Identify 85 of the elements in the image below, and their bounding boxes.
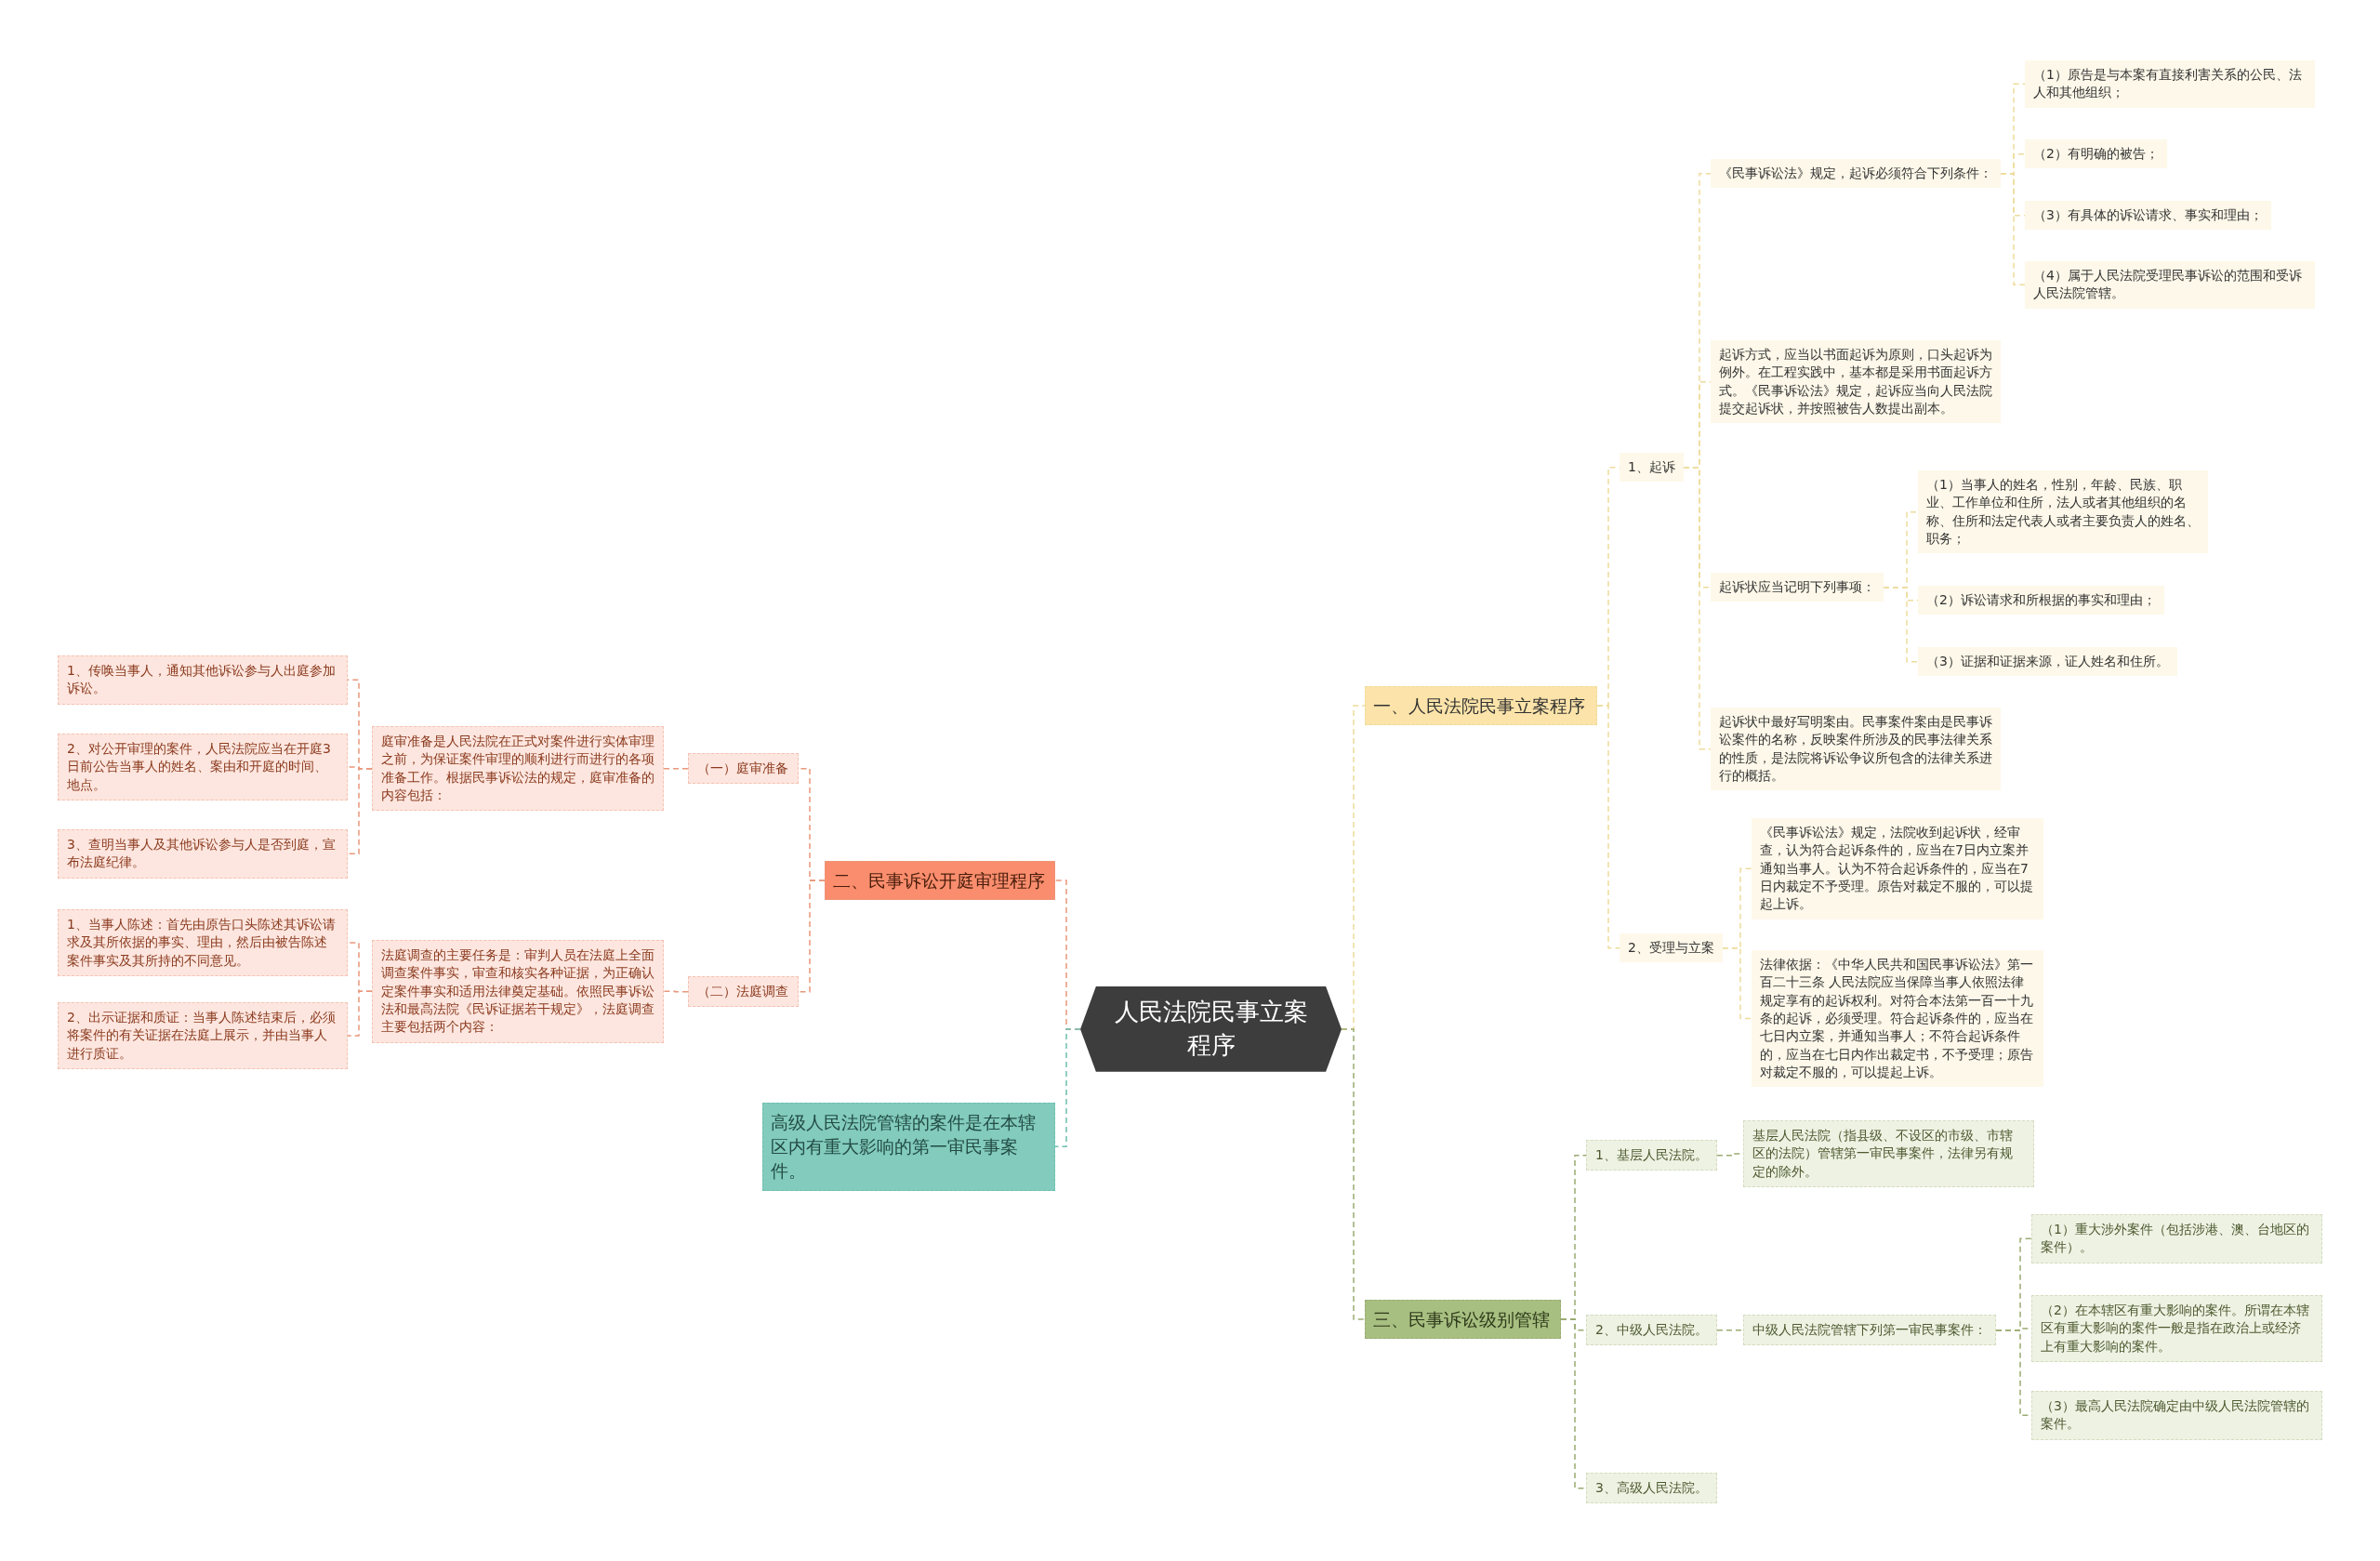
topic-text: 2、中级人民法院。 bbox=[1595, 1321, 1708, 1339]
topic-text: 3、查明当事人及其他诉讼参与人是否到庭，宣布法庭纪律。 bbox=[67, 836, 337, 872]
topic-text: 基层人民法院（指县级、不设区的市级、市辖区的法院）管辖第一审民事案件，法律另有规定的除外。 bbox=[1752, 1127, 2014, 1181]
connector-line bbox=[2000, 172, 2026, 286]
central-topic bbox=[1080, 986, 1342, 1072]
subtopic-box bbox=[1711, 340, 2001, 424]
topic-text: （3）证据和证据来源，证人姓名和住所。 bbox=[1926, 653, 2169, 670]
subtopic-box bbox=[1586, 1315, 1717, 1346]
topic-text: （二）法庭调查 bbox=[697, 983, 789, 1000]
topic-text: 1、当事人陈述：首先由原告口头陈述其诉讼请求及其所依据的事实、理由，然后由被告陈述案件事实及其所持的不同意见。 bbox=[67, 916, 337, 970]
topic-text: 1、传唤当事人，通知其他诉讼参与人出庭参加诉讼。 bbox=[67, 662, 337, 698]
connector-line bbox=[1722, 946, 1752, 1020]
subtopic-box bbox=[1586, 1473, 1717, 1504]
subtopic-box bbox=[1743, 1120, 2034, 1187]
subtopic-box bbox=[58, 734, 348, 800]
subtopic-box bbox=[1918, 586, 2164, 615]
topic-text: （2）在本辖区有重大影响的案件。所谓在本辖区有重大影响的案件一般是指在政治上或经济上有重大影响的案件。 bbox=[2041, 1302, 2310, 1356]
subtopic-box bbox=[58, 909, 348, 976]
topic-text: 高级人民法院管辖的案件是在本辖区内有重大影响的第一审民事案件。 bbox=[771, 1111, 1037, 1184]
subtopic-box bbox=[2025, 139, 2167, 169]
subtopic-box bbox=[372, 940, 664, 1043]
connector-line bbox=[663, 990, 689, 993]
topic-text: 人民法院民事立案程序 bbox=[1113, 997, 1309, 1061]
subtopic-box bbox=[1586, 1140, 1717, 1171]
connector-line bbox=[1054, 1028, 1081, 1148]
connector-line bbox=[663, 767, 689, 770]
connector-line bbox=[798, 880, 826, 993]
subtopic-box bbox=[1711, 159, 2001, 189]
topic-text: 2、受理与立案 bbox=[1628, 939, 1714, 957]
subtopic-box bbox=[2025, 201, 2271, 231]
connector-line bbox=[1883, 586, 1919, 663]
subtopic-box bbox=[1711, 708, 2001, 791]
connector-line bbox=[347, 990, 373, 1037]
subtopic-box bbox=[2025, 60, 2315, 108]
connector-line bbox=[1683, 466, 1712, 750]
topic-text: 1、起诉 bbox=[1628, 458, 1675, 476]
subtopic-box bbox=[2031, 1295, 2322, 1362]
topic-text: 1、基层人民法院。 bbox=[1595, 1146, 1708, 1164]
topic-text: （2）诉讼请求和所根据的事实和理由； bbox=[1926, 591, 2156, 609]
topic-text: 二、民事诉讼开庭审理程序 bbox=[833, 869, 1046, 893]
subtopic-box bbox=[1918, 647, 2177, 677]
topic-text: 2、出示证据和质证：当事人陈述结束后，必须将案件的有关证据在法庭上展示，并由当事人进行质证。 bbox=[67, 1009, 337, 1063]
branch-topic bbox=[1365, 1300, 1561, 1340]
connector-line bbox=[347, 767, 373, 855]
connector-line bbox=[1716, 1329, 1744, 1331]
subtopic-box bbox=[1743, 1315, 1996, 1346]
topic-text: （3）最高人民法院确定由中级人民法院管辖的案件。 bbox=[2041, 1397, 2310, 1434]
topic-text: （3）有具体的诉讼请求、事实和理由； bbox=[2033, 206, 2263, 224]
subtopic-box bbox=[688, 976, 799, 1008]
topic-text: 起诉方式，应当以书面起诉为原则，口头起诉为例外。在工程实践中，基本都是采用书面起诉方式。《民事诉讼法》规定，起诉应当向人民法院提交起诉状，并按照被告人数提出副本。 bbox=[1719, 346, 1992, 417]
subtopic-box bbox=[1752, 818, 2043, 919]
topic-text: 中级人民法院管辖下列第一审民事案件： bbox=[1752, 1321, 1987, 1339]
branch-topic bbox=[1365, 686, 1597, 726]
connector-line bbox=[1341, 1028, 1366, 1320]
subtopic-box bbox=[58, 829, 348, 879]
topic-text: （1）原告是与本案有直接利害关系的公民、法人和其他组织； bbox=[2033, 66, 2303, 102]
topic-text: 起诉状中最好写明案由。民事案件案由是民事诉讼案件的名称，反映案件所涉及的民事法律关系的性质，是法院将诉讼争议所包含的法律关系进行的概括。 bbox=[1719, 713, 1992, 785]
subtopic-box bbox=[1620, 933, 1723, 963]
subtopic-box bbox=[58, 655, 348, 705]
subtopic-box bbox=[372, 726, 664, 812]
subtopic-box bbox=[1711, 573, 1884, 602]
topic-text: 起诉状应当记明下列事项： bbox=[1719, 578, 1875, 596]
topic-text: 《民事诉讼法》规定，起诉必须符合下列条件： bbox=[1719, 165, 1992, 182]
subtopic-box bbox=[2031, 1391, 2322, 1440]
subtopic-box bbox=[58, 1002, 348, 1069]
topic-text: 庭审准备是人民法院在正式对案件进行实体审理之前，为保证案件审理的顺利进行而进行的各项准备工作。根据民事诉讼法的规定，庭审准备的内容包括： bbox=[381, 733, 654, 804]
subtopic-box bbox=[2025, 261, 2315, 309]
topic-text: 2、对公开审理的案件，人民法院应当在开庭3日前公告当事人的姓名、案由和开庭的时间、地点。 bbox=[67, 740, 332, 794]
connector-line bbox=[1596, 705, 1620, 949]
subtopic-box bbox=[688, 753, 799, 785]
branch-topic bbox=[825, 861, 1055, 901]
topic-text: 法律依据：《中华人民共和国民事诉讼法》第一百二十三条 人民法院应当保障当事人依照法律规定享有的起诉权利。对符合本法第一百一十九条的起诉，必须受理。符合起诉条件的，应当在七日内立案，并通知当事人；不符合起诉条件的，应当在七日内作出裁定书，不予受理；原告对裁定不服的，可以提起上诉。 bbox=[1760, 956, 2034, 1081]
topic-text: 《民事诉讼法》规定，法院收到起诉状，经审查，认为符合起诉条件的，应当在7日内立案并通知当事人。认为不符合起诉条件的，应当在7日内裁定不予受理。原告对裁定不服的，可以提起上诉。 bbox=[1760, 824, 2034, 914]
topic-text: （4）属于人民法院受理民事诉讼的范围和受诉人民法院管辖。 bbox=[2033, 267, 2303, 303]
topic-text: （1）当事人的姓名，性别，年龄、民族、职业、工作单位和住所，法人或者其他组织的名称、住所和法定代表人或者主要负责人的姓名、职务； bbox=[1926, 476, 2200, 548]
topic-text: 三、民事诉讼级别管辖 bbox=[1373, 1308, 1551, 1331]
topic-text: 一、人民法院民事立案程序 bbox=[1373, 695, 1586, 718]
topic-text: （2）有明确的被告； bbox=[2033, 145, 2159, 163]
subtopic-box bbox=[2031, 1214, 2322, 1263]
topic-text: （1）重大涉外案件（包括涉港、澳、台地区的案件）。 bbox=[2041, 1221, 2310, 1257]
branch-topic bbox=[762, 1103, 1055, 1191]
topic-text: （一）庭审准备 bbox=[697, 760, 789, 777]
topic-text: 法庭调查的主要任务是：审判人员在法庭上全面调查案件事实，审查和核实各种证据，为正确认定案件事实和适用法律奠定基础。依照民事诉讼法和最高法院《民诉证据若干规定》，法庭调查主要包括两个内容： bbox=[381, 946, 654, 1037]
subtopic-box bbox=[1620, 453, 1684, 483]
topic-text: 3、高级人民法院。 bbox=[1595, 1479, 1708, 1497]
